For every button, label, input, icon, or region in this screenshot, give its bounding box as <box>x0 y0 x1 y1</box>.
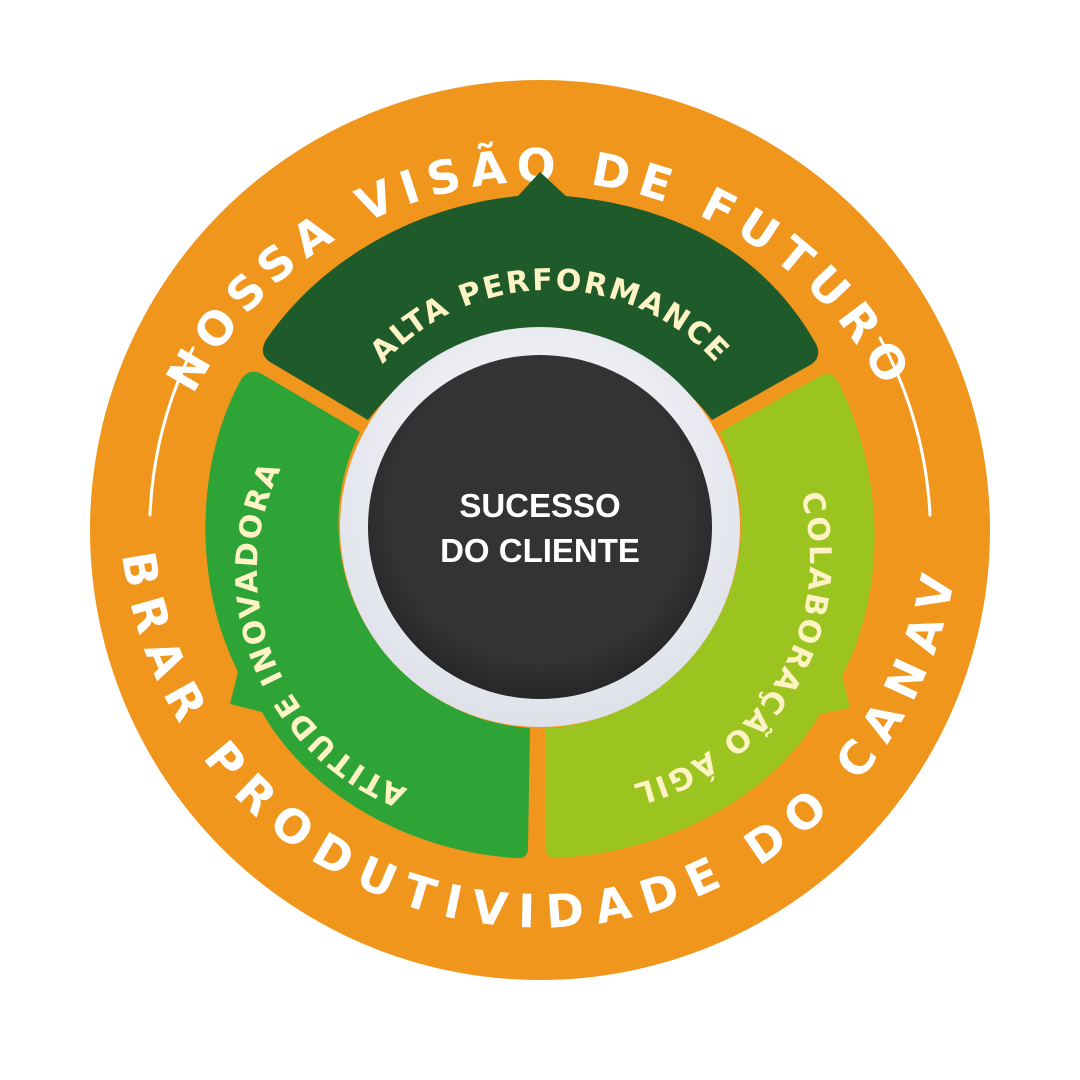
ring-decor-arc-right <box>878 336 932 517</box>
segment-left <box>205 371 530 859</box>
center-line-2: DO CLIENTE <box>440 532 640 569</box>
center-shade <box>368 355 712 699</box>
ring-decor-arc-left <box>148 346 195 517</box>
center-line-1: SUCESSO <box>459 487 620 524</box>
segment-top <box>262 172 819 420</box>
segment-right <box>546 374 875 859</box>
